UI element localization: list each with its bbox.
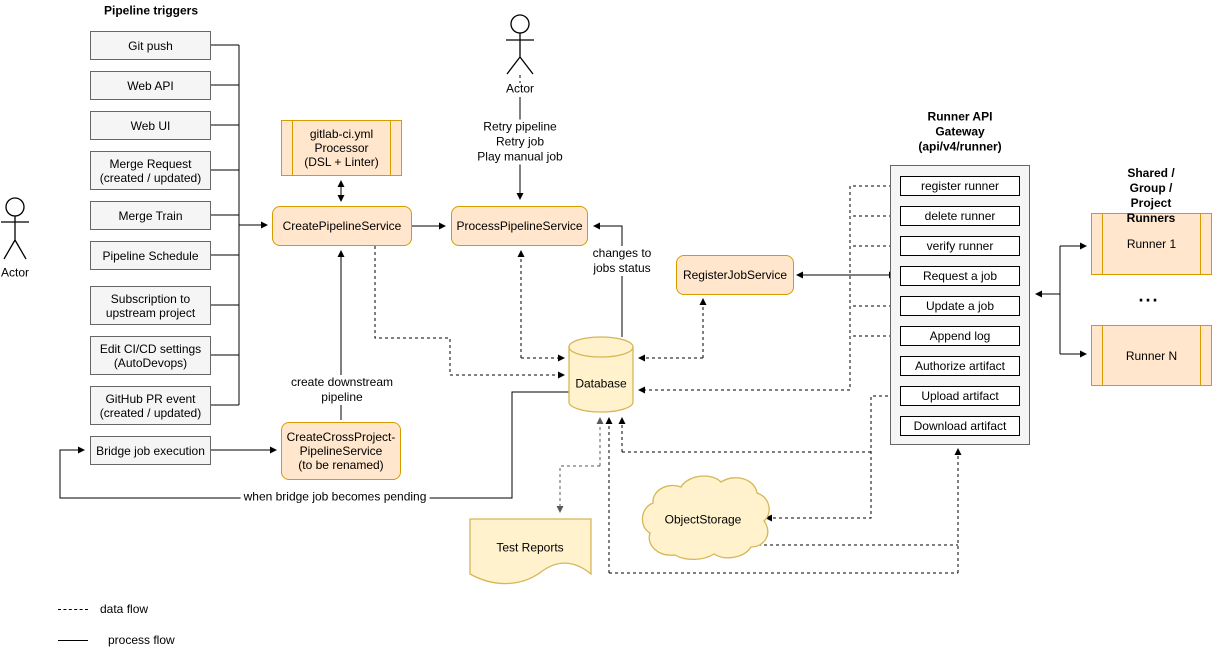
- legend-data-flow-line: [58, 609, 88, 610]
- create-downstream-pipeline-label: create downstream pipeline: [287, 375, 397, 405]
- trigger-edit-cicd-settings: Edit CI/CD settings (AutoDevops): [90, 336, 211, 375]
- trigger-web-ui: Web UI: [90, 111, 211, 140]
- trigger-bridge-job-execution: Bridge job execution: [90, 436, 211, 465]
- object-storage-shape: [641, 475, 770, 561]
- gitlab-ci-yml-processor: gitlab-ci.yml Processor (DSL + Linter): [281, 120, 402, 176]
- trigger-web-api: Web API: [90, 71, 211, 100]
- runner-n: Runner N: [1091, 325, 1212, 386]
- database-shape: [568, 336, 634, 413]
- legend-process-flow-label: process flow: [108, 633, 175, 647]
- gateway-item-delete-runner: delete runner: [900, 206, 1020, 226]
- gateway-item-append-log: Append log: [900, 326, 1020, 346]
- data-flow-lines: [374, 185, 962, 574]
- legend-process-flow-line: [58, 640, 88, 641]
- create-pipeline-service: CreatePipelineService: [272, 206, 412, 246]
- runner-1: Runner 1: [1091, 213, 1212, 275]
- gateway-item-register-runner: register runner: [900, 176, 1020, 196]
- gateway-item-verify-runner: verify runner: [900, 236, 1020, 256]
- actor-top-label: Actor: [505, 81, 535, 96]
- register-job-service: RegisterJobService: [676, 255, 794, 295]
- test-reports-shape: [469, 518, 592, 585]
- trigger-merge-train: Merge Train: [90, 201, 211, 230]
- gateway-item-authorize-artifact: Authorize artifact: [900, 356, 1020, 376]
- pipeline-triggers-title: Pipeline triggers: [103, 3, 199, 18]
- gateway-item-download-artifact: Download artifact: [900, 416, 1020, 436]
- runners-ellipsis: ...: [1138, 285, 1160, 306]
- gateway-item-upload-artifact: Upload artifact: [900, 386, 1020, 406]
- retry-actions-label: Retry pipeline Retry job Play manual job: [474, 119, 566, 165]
- actor-left-figure: [1, 197, 29, 260]
- runner-api-gateway-title: Runner API Gateway (api/v4/runner): [918, 109, 1002, 154]
- trigger-github-pr-event: GitHub PR event (created / updated): [90, 386, 211, 425]
- runner-1-label: Runner 1: [1126, 237, 1177, 251]
- process-pipeline-service: ProcessPipelineService: [451, 206, 588, 246]
- trigger-merge-request: Merge Request (created / updated): [90, 151, 211, 190]
- gitlab-ci-yml-processor-label: gitlab-ci.yml Processor (DSL + Linter): [304, 127, 379, 169]
- legend-data-flow-label: data flow: [100, 602, 149, 616]
- object-storage-label: ObjectStorage: [664, 512, 742, 527]
- test-reports-label: Test Reports: [496, 540, 564, 555]
- process-flow-lines: [59, 44, 1087, 499]
- runner-n-label: Runner N: [1125, 348, 1178, 363]
- create-cross-project-pipeline-service: CreateCrossProject- PipelineService (to …: [281, 422, 401, 480]
- trigger-pipeline-schedule: Pipeline Schedule: [90, 241, 211, 270]
- gateway-item-request-a-job: Request a job: [900, 266, 1020, 286]
- runners-title: Shared / Group / Project Runners: [1126, 166, 1176, 225]
- actor-left-label: Actor: [0, 265, 30, 280]
- changes-to-jobs-status-label: changes to jobs status: [589, 246, 655, 276]
- gateway-item-update-a-job: Update a job: [900, 296, 1020, 316]
- when-bridge-job-pending-label: when bridge job becomes pending: [240, 489, 430, 505]
- trigger-git-push: Git push: [90, 31, 211, 60]
- database-label: Database: [575, 376, 627, 391]
- test-reports-edge: [556, 417, 604, 513]
- trigger-subscription-upstream: Subscription to upstream project: [90, 286, 211, 325]
- actor-top-figure: [506, 14, 534, 83]
